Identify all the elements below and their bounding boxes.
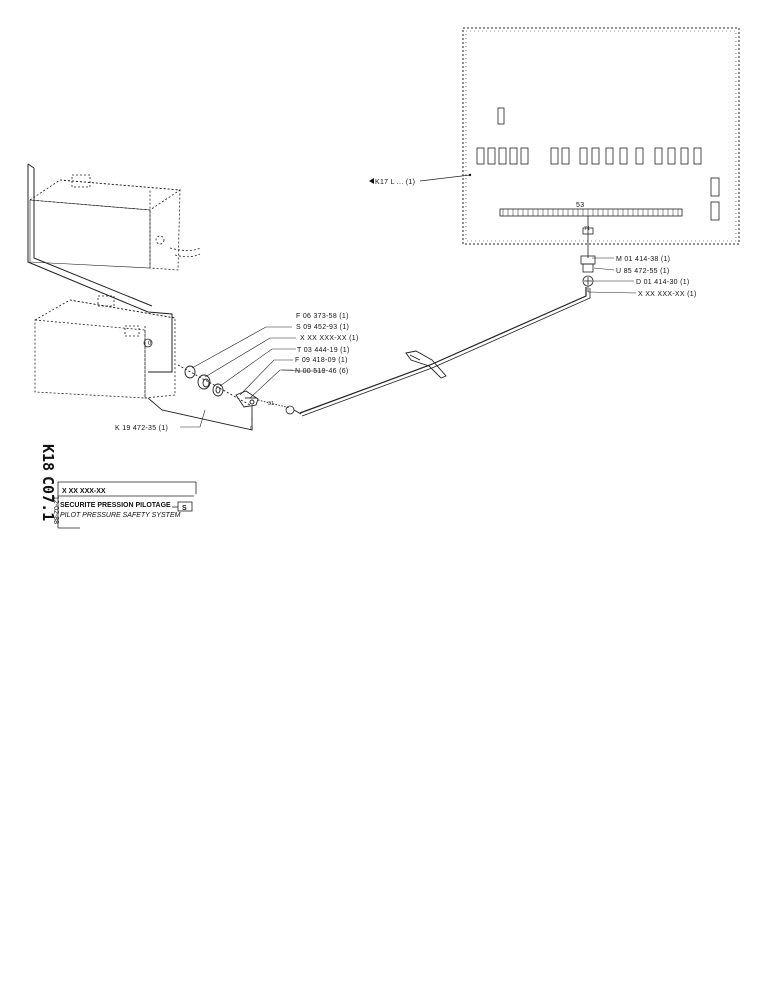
- f06-label: F 06 373-58 (1): [296, 313, 349, 320]
- s09-label: S 09 452-93 (1): [296, 324, 349, 331]
- title-sheet-ref: S: [182, 505, 187, 512]
- t03-label: T 03 444-19 (1): [297, 347, 350, 354]
- title-english: PILOT PRESSURE SAFETY SYSTEM: [60, 512, 181, 519]
- sheet-date: 12-02-88: [52, 496, 59, 524]
- sheet-code-k18: K18: [39, 444, 57, 471]
- pin-o-label: 0: [148, 341, 152, 347]
- hose-line: [285, 287, 591, 417]
- left-callout-leaders: [180, 326, 324, 428]
- pin-31-label: 31: [268, 401, 274, 407]
- u85-label: U 85 472-55 (1): [616, 268, 670, 275]
- title-block: [57, 481, 197, 529]
- panel-callout: [369, 173, 472, 184]
- sheet-code-c071: C07.1: [39, 476, 57, 521]
- fitting-stack: [177, 364, 291, 420]
- pressure-switch-assembly: [580, 216, 596, 292]
- hose-label: X XX XXX-XX (1): [638, 291, 697, 298]
- pin-53-label: 53: [576, 202, 584, 209]
- k19-label: K 19 472-35 (1): [115, 425, 168, 432]
- n00-label: N 00 519-46 (6): [295, 368, 349, 375]
- lower-block: [34, 295, 176, 399]
- f09-label: F 09 418-09 (1): [295, 357, 348, 364]
- bracket-plate: [27, 163, 173, 373]
- upper-block: [29, 174, 201, 271]
- xxx-mid-label: X XX XXX-XX (1): [300, 335, 359, 342]
- cable-clamp: [405, 350, 447, 379]
- panel-callout-label: K17 L ... (1): [375, 179, 415, 186]
- pin-71-label: 71: [584, 226, 590, 232]
- m01-label: M 01 414-38 (1): [616, 256, 670, 263]
- switch-callout-leaders: [587, 257, 637, 294]
- pin-0-label: 0: [250, 426, 253, 432]
- control-panel: [462, 27, 740, 245]
- sheet-reference: K18 C07.1 12-02-88: [39, 444, 59, 524]
- wire-loop: [147, 397, 253, 431]
- title-part-number: X XX XXX-XX: [62, 488, 106, 495]
- title-french: SECURITE PRESSION PILOTAGE: [60, 502, 171, 509]
- d01-label: D 01 414-30 (1): [636, 279, 690, 286]
